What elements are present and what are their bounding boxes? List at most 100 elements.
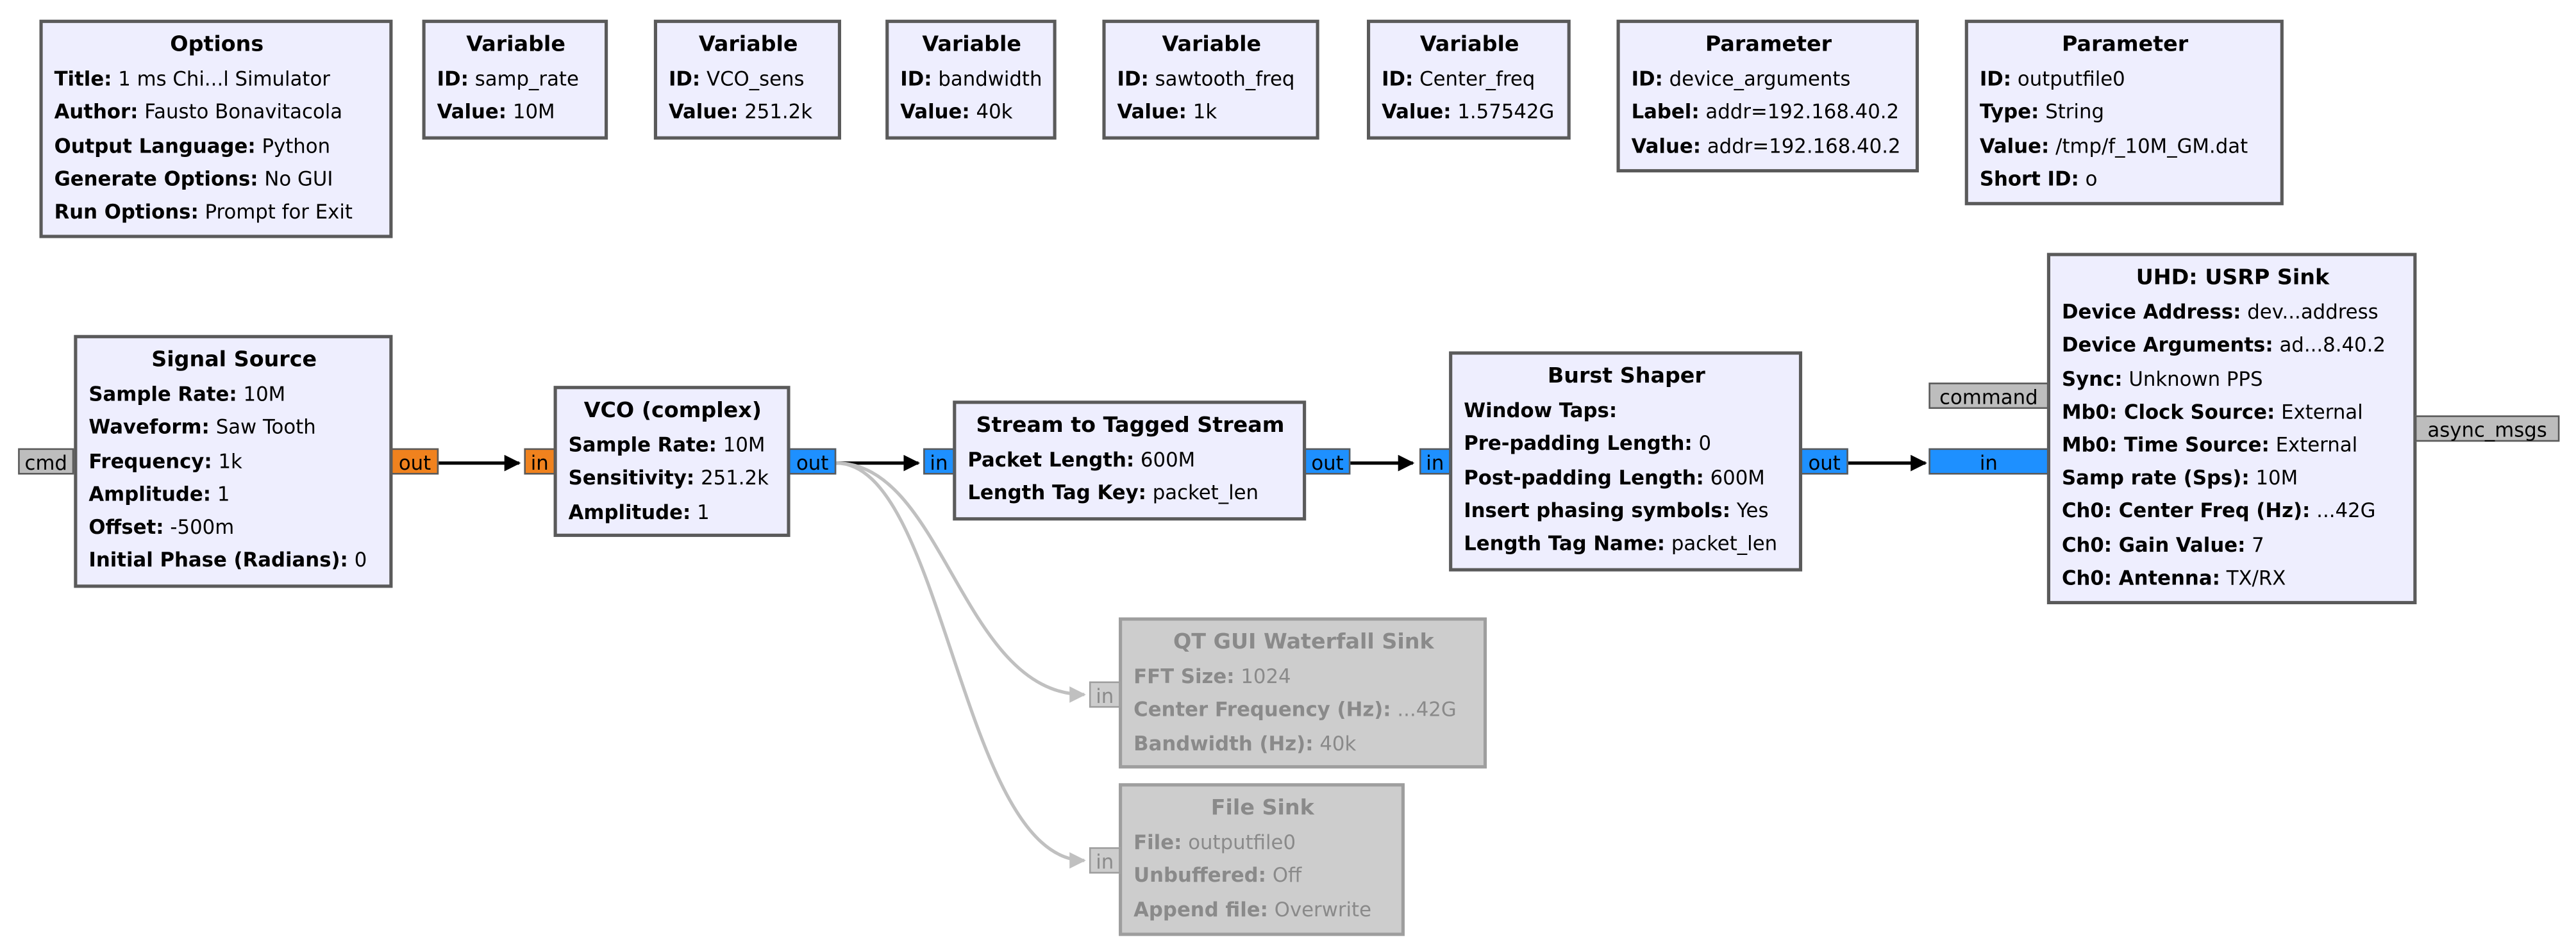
param-key: Amplitude:	[568, 500, 691, 524]
param-value: 1024	[1241, 665, 1291, 689]
param-row: Sync: Unknown PPS	[2062, 362, 2404, 395]
param-value: dev...address	[2247, 301, 2379, 324]
param-value: 10M	[2255, 466, 2298, 490]
block-title: Variable	[1419, 33, 1519, 58]
param-key: Insert phasing symbols:	[1464, 499, 1731, 522]
param-key: Center Frequency (Hz):	[1133, 698, 1391, 722]
signal-source-out-port[interactable]: out	[390, 448, 439, 475]
block-title: Options	[170, 33, 264, 58]
usrp-sink-async-msgs-port[interactable]: async_msgs	[2414, 415, 2560, 442]
block-title: VCO (complex)	[583, 399, 762, 424]
param-key: Waveform:	[88, 416, 210, 440]
param-row: Ch0: Gain Value: 7	[2062, 528, 2404, 561]
param-value: 1	[217, 482, 230, 506]
param-value: Yes	[1736, 499, 1769, 522]
wire-vco-to-file-sink[interactable]	[836, 461, 1086, 869]
param-key: ID:	[1117, 67, 1149, 91]
param-value: Center_freq	[1419, 67, 1535, 91]
vco-in-port[interactable]: in	[524, 448, 556, 475]
usrp-sink-command-port[interactable]: command	[1928, 383, 2049, 409]
param-key: Ch0: Antenna:	[2061, 566, 2220, 590]
param-key: Value:	[900, 101, 970, 124]
param-row: Short ID: o	[1980, 162, 2271, 195]
param-row: Window Taps:	[1464, 395, 1789, 428]
param-value: Prompt for Exit	[205, 200, 353, 224]
param-row: ID: sawtooth_freq	[1117, 63, 1307, 96]
param-value: 0	[354, 549, 367, 572]
param-key: Window Taps:	[1464, 399, 1618, 423]
waterfall-sink-in-port[interactable]: in	[1089, 681, 1121, 708]
param-value: ad...8.40.2	[2279, 334, 2386, 358]
param-row: Frequency: 1k	[88, 444, 380, 477]
param-value: packet_len	[1152, 481, 1259, 505]
param-row: Value: 10M	[437, 96, 595, 129]
param-key: ID:	[668, 67, 701, 91]
param-key: Sample Rate:	[88, 383, 237, 406]
param-row: Initial Phase (Radians): 0	[88, 544, 380, 577]
param-value: External	[2275, 433, 2358, 457]
param-key: Mb0: Time Source:	[2061, 433, 2270, 457]
burst-shaper-out-port[interactable]: out	[1800, 448, 1848, 475]
signal-source-cmd-port[interactable]: cmd	[18, 448, 74, 475]
block-title: File Sink	[1210, 796, 1314, 821]
usrp-sink-in-port[interactable]: in	[1928, 448, 2049, 475]
block-title: Burst Shaper	[1547, 364, 1705, 390]
burst-shaper-in-port[interactable]: in	[1419, 448, 1451, 475]
param-row: Output Language: Python	[54, 129, 380, 162]
param-key: Value:	[1117, 101, 1187, 124]
param-row: ID: bandwidth	[900, 63, 1043, 96]
param-value: Off	[1272, 864, 1302, 887]
param-key: Value:	[668, 101, 739, 124]
param-row: Device Arguments: ad...8.40.2	[2062, 329, 2404, 363]
param-row: Length Tag Name: packet_len	[1464, 527, 1789, 561]
param-value: Fausto Bonavitacola	[144, 101, 343, 124]
block-title: Parameter	[1705, 33, 1832, 58]
param-value: 10M	[512, 101, 555, 124]
param-value: 40k	[1319, 731, 1357, 755]
param-value: -500m	[170, 515, 235, 539]
param-value: TX/RX	[2226, 566, 2286, 590]
stream-to-tagged-in-port[interactable]: in	[923, 448, 955, 475]
param-key: Frequency:	[88, 449, 212, 472]
vco-out-port[interactable]: out	[789, 448, 837, 475]
wire-vco-to-waterfall-sink[interactable]	[836, 461, 1086, 703]
param-row: Mb0: Time Source: External	[2062, 429, 2404, 462]
param-value: String	[2045, 101, 2104, 124]
param-key: Generate Options:	[54, 167, 258, 190]
param-value: o	[2085, 167, 2098, 190]
param-key: Value:	[437, 101, 507, 124]
stream-to-tagged-out-port[interactable]: out	[1304, 448, 1351, 475]
param-row: Type: String	[1980, 96, 2271, 129]
param-key: Append file:	[1133, 897, 1268, 921]
param-row: Ch0: Center Freq (Hz): ...42G	[2062, 495, 2404, 528]
param-value: Unknown PPS	[2129, 367, 2263, 390]
block-title: Parameter	[2061, 33, 2189, 58]
param-row: Append file: Overwrite	[1133, 893, 1391, 926]
param-value: 0	[1698, 432, 1712, 456]
param-row: Generate Options: No GUI	[54, 162, 380, 195]
param-key: Value:	[1979, 134, 2050, 157]
param-value: 251.2k	[744, 101, 813, 124]
param-value: No GUI	[264, 167, 333, 190]
file-sink-in-port[interactable]: in	[1089, 847, 1121, 874]
param-row: Length Tag Key: packet_len	[967, 477, 1292, 510]
param-row: Samp rate (Sps): 10M	[2062, 462, 2404, 495]
param-row: Label: addr=192.168.40.2	[1632, 96, 1906, 129]
param-value: 10M	[243, 383, 286, 406]
